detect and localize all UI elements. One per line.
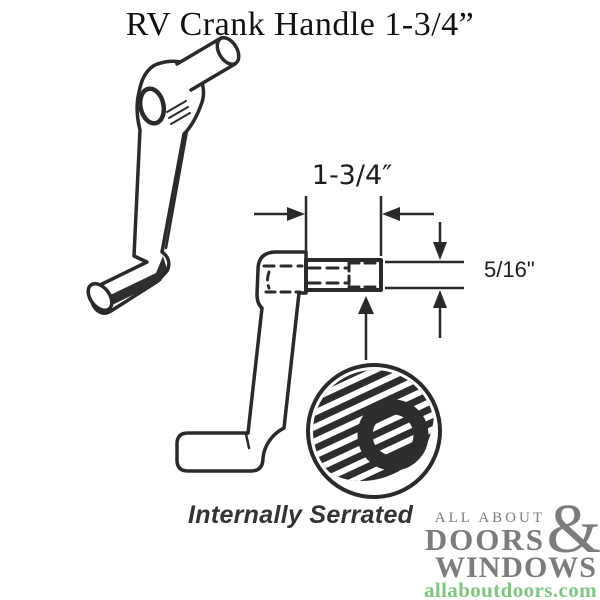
arrowhead-up-pointing [433, 290, 447, 308]
detail-callout-arrow [358, 296, 374, 360]
side-view-body [175, 250, 308, 473]
knob-upper-edge [175, 36, 223, 66]
head-hole [137, 86, 167, 126]
detail-caption: Internally Serrated [188, 501, 414, 529]
logo-website: allaboutdoors.com [423, 578, 597, 600]
logo-word-windows: WINDOWS [434, 551, 597, 584]
knob-lower-edge [189, 62, 237, 92]
crank-handle-3d-illustration [86, 35, 241, 315]
serration-detail-circle [306, 363, 442, 499]
diameter-dimension-label: 5/16" [484, 257, 535, 282]
grip-shading [101, 256, 167, 308]
diameter-dimension-lines [385, 222, 464, 338]
head-hatch-lines [166, 100, 191, 125]
crank-handle-side-view [175, 250, 383, 473]
grip-junction-line [244, 432, 251, 450]
shaft [304, 258, 383, 292]
knob-end-cap [215, 35, 241, 67]
arrowhead-left-pointing [382, 207, 400, 221]
width-dimension-label: 1-3/4″ [311, 160, 393, 191]
serration-ring [357, 399, 429, 471]
width-dimension-lines [254, 196, 434, 256]
grip-end-cap [86, 281, 114, 313]
arm-bevel-line [164, 129, 189, 250]
arrowhead-down-pointing [433, 242, 447, 260]
page-title: RV Crank Handle 1-3/4” [125, 6, 475, 43]
logo-tagline: ALL ABOUT [434, 510, 545, 526]
arrowhead-right-pointing [287, 207, 305, 221]
logo-word-doors: DOORS [424, 522, 545, 557]
logo-ampersand: & [546, 491, 600, 568]
company-logo: ALL ABOUT DOORS & WINDOWS allaboutdoors.… [413, 495, 600, 600]
hidden-bore-lines [262, 261, 380, 294]
